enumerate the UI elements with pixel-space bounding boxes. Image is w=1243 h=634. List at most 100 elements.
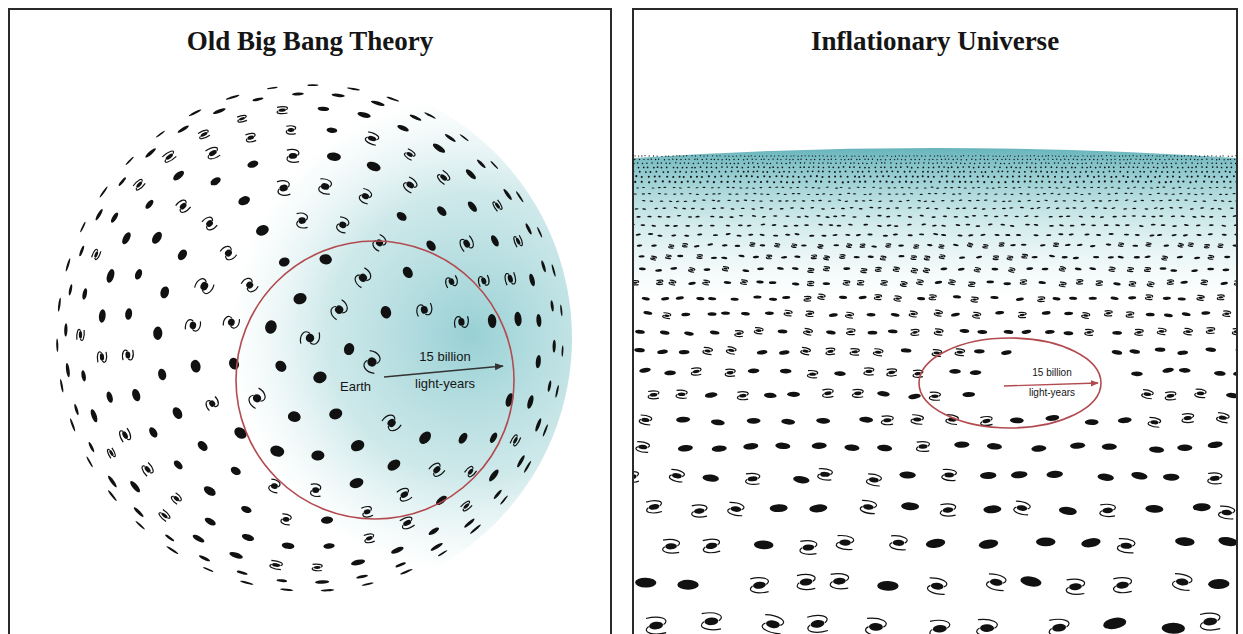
galaxy xyxy=(1018,187,1021,188)
galaxy xyxy=(1177,167,1179,169)
galaxy xyxy=(794,255,800,258)
galaxy xyxy=(698,225,703,227)
galaxy xyxy=(760,223,765,225)
galaxy xyxy=(269,444,286,458)
galaxy xyxy=(1167,279,1174,285)
galaxy xyxy=(729,216,734,218)
radius-arrow xyxy=(384,366,503,377)
galaxy xyxy=(89,408,98,423)
galaxy xyxy=(1139,225,1144,227)
galaxy xyxy=(1080,200,1084,202)
galaxy xyxy=(254,223,270,238)
galaxy xyxy=(1207,268,1214,271)
galaxy xyxy=(694,159,695,160)
galaxy xyxy=(923,180,925,182)
galaxy xyxy=(736,200,740,201)
galaxy xyxy=(1034,155,1035,156)
galaxy xyxy=(1183,234,1189,237)
galaxy xyxy=(813,162,815,164)
galaxy xyxy=(955,349,965,356)
galaxy xyxy=(1007,155,1008,156)
galaxy xyxy=(666,167,668,169)
galaxy xyxy=(1067,176,1069,178)
galaxy xyxy=(1184,155,1185,156)
galaxy xyxy=(1052,155,1053,156)
galaxy xyxy=(1185,159,1186,160)
galaxy xyxy=(680,193,683,195)
galaxy xyxy=(980,472,997,480)
galaxy xyxy=(830,573,850,589)
galaxy xyxy=(435,205,448,218)
galaxy xyxy=(930,181,932,183)
galaxy xyxy=(978,166,980,168)
galaxy xyxy=(1008,200,1012,201)
galaxy xyxy=(1130,159,1131,160)
galaxy xyxy=(1104,180,1106,182)
galaxy xyxy=(386,96,399,102)
galaxy xyxy=(296,213,308,229)
galaxy xyxy=(760,207,764,209)
galaxy xyxy=(347,87,361,91)
galaxy xyxy=(842,181,844,183)
galaxy xyxy=(714,159,715,160)
galaxy xyxy=(812,187,815,188)
galaxy xyxy=(1038,156,1039,157)
galaxy xyxy=(934,208,938,210)
galaxy xyxy=(686,155,687,156)
galaxy xyxy=(1103,207,1107,209)
galaxy xyxy=(783,225,788,227)
galaxy xyxy=(655,159,656,160)
galaxy xyxy=(858,156,859,157)
galaxy xyxy=(829,171,831,173)
galaxy xyxy=(648,181,650,183)
galaxy xyxy=(280,588,293,591)
galaxy xyxy=(673,193,676,195)
galaxy xyxy=(947,171,949,173)
galaxy xyxy=(1001,170,1003,172)
galaxy xyxy=(1095,167,1097,169)
galaxy xyxy=(953,243,959,246)
galaxy xyxy=(634,155,635,156)
galaxy xyxy=(901,187,904,188)
galaxy xyxy=(858,163,860,165)
galaxy xyxy=(789,159,790,160)
galaxy xyxy=(1041,162,1043,164)
galaxy xyxy=(1157,163,1159,165)
galaxy xyxy=(666,255,672,259)
galaxy xyxy=(1209,216,1214,218)
galaxy xyxy=(739,187,742,188)
galaxy xyxy=(1161,162,1163,164)
galaxy xyxy=(878,200,882,202)
galaxy xyxy=(417,429,434,446)
galaxy xyxy=(634,470,640,483)
galaxy xyxy=(924,159,925,160)
galaxy xyxy=(118,177,127,187)
galaxy xyxy=(1057,193,1061,195)
galaxy xyxy=(1182,180,1184,182)
galaxy xyxy=(1076,159,1077,160)
galaxy xyxy=(871,245,877,248)
galaxy xyxy=(662,539,680,554)
galaxy xyxy=(711,166,713,168)
galaxy xyxy=(800,207,804,209)
galaxy xyxy=(1118,181,1120,183)
galaxy xyxy=(1159,215,1163,217)
galaxy xyxy=(919,233,924,235)
galaxy xyxy=(673,167,675,169)
galaxy xyxy=(1026,162,1028,164)
galaxy xyxy=(1072,163,1074,165)
galaxy xyxy=(835,187,838,189)
galaxy xyxy=(986,573,1007,591)
galaxy xyxy=(1096,281,1103,286)
galaxy xyxy=(753,166,755,168)
galaxy xyxy=(1044,199,1048,201)
galaxy xyxy=(773,235,778,237)
galaxy xyxy=(1234,233,1236,236)
galaxy xyxy=(1014,156,1015,157)
galaxy xyxy=(695,216,700,218)
galaxy xyxy=(1002,201,1006,203)
galaxy xyxy=(836,535,854,550)
galaxy xyxy=(1031,445,1047,452)
galaxy xyxy=(555,385,560,398)
galaxy xyxy=(972,187,975,188)
